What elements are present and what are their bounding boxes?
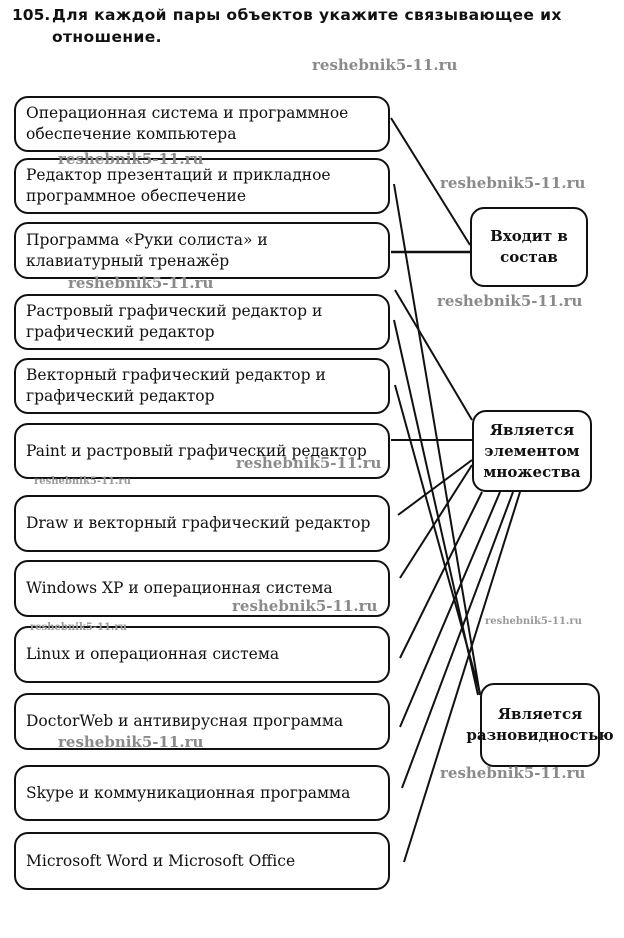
watermark: reshebnik5-11.ru <box>312 56 458 74</box>
connector-line <box>403 491 521 863</box>
pair-box[interactable]: Операционная система и программное обесп… <box>14 96 390 152</box>
relation-box-kind[interactable]: Является разновидностью <box>466 683 614 767</box>
watermark: reshebnik5-11.ru <box>58 733 204 751</box>
watermark: reshebnik5-11.ru <box>236 454 382 472</box>
connector-line <box>390 117 471 246</box>
connector-line <box>401 491 514 789</box>
pair-box[interactable]: DoctorWeb и антивирусная программа <box>14 693 390 750</box>
watermark: reshebnik5-11.ru <box>232 597 378 615</box>
pair-box[interactable]: Редактор презентаций и прикладное програ… <box>14 158 390 214</box>
pair-box[interactable]: Windows XP и операционная система <box>14 560 390 617</box>
pair-box[interactable]: Программа «Руки солиста» и клавиатурный … <box>14 222 390 279</box>
connector-line <box>394 384 481 694</box>
task-text: Для каждой пары объектов укажите связыва… <box>52 6 562 46</box>
watermark: reshebnik5-11.ru <box>437 292 583 310</box>
task-statement: 105. Для каждой пары объектов укажите св… <box>12 4 612 48</box>
connector-line <box>399 491 483 659</box>
pair-box[interactable]: Draw и векторный графический редактор <box>14 495 390 552</box>
pair-box[interactable]: Skype и коммуникационная программа <box>14 765 390 821</box>
connector-line <box>399 464 473 579</box>
pair-box[interactable]: Векторный графический редактор и графиче… <box>14 358 390 414</box>
pair-box[interactable]: Растровый графический редактор и графиче… <box>14 294 390 350</box>
relation-box-part[interactable]: Входит в состав <box>470 207 588 287</box>
watermark: reshebnik5-11.ru <box>58 150 204 168</box>
relation-box-element[interactable]: Является элементом множества <box>472 410 592 492</box>
watermark: reshebnik5-11.ru <box>68 274 214 292</box>
pair-box[interactable]: Linux и операционная система <box>14 626 390 683</box>
watermark: reshebnik5-11.ru <box>30 622 127 633</box>
task-number: 105. <box>12 6 51 24</box>
watermark: reshebnik5-11.ru <box>440 174 586 192</box>
pair-box[interactable]: Paint и растровый графический редактор <box>14 423 390 479</box>
connector-line <box>394 289 473 421</box>
pair-box[interactable]: Microsoft Word и Microsoft Office <box>14 832 390 890</box>
connector-line <box>397 459 473 516</box>
watermark: reshebnik5-11.ru <box>485 616 582 627</box>
watermark: reshebnik5-11.ru <box>34 476 131 487</box>
watermark: reshebnik5-11.ru <box>440 764 586 782</box>
connector-line <box>399 491 501 728</box>
